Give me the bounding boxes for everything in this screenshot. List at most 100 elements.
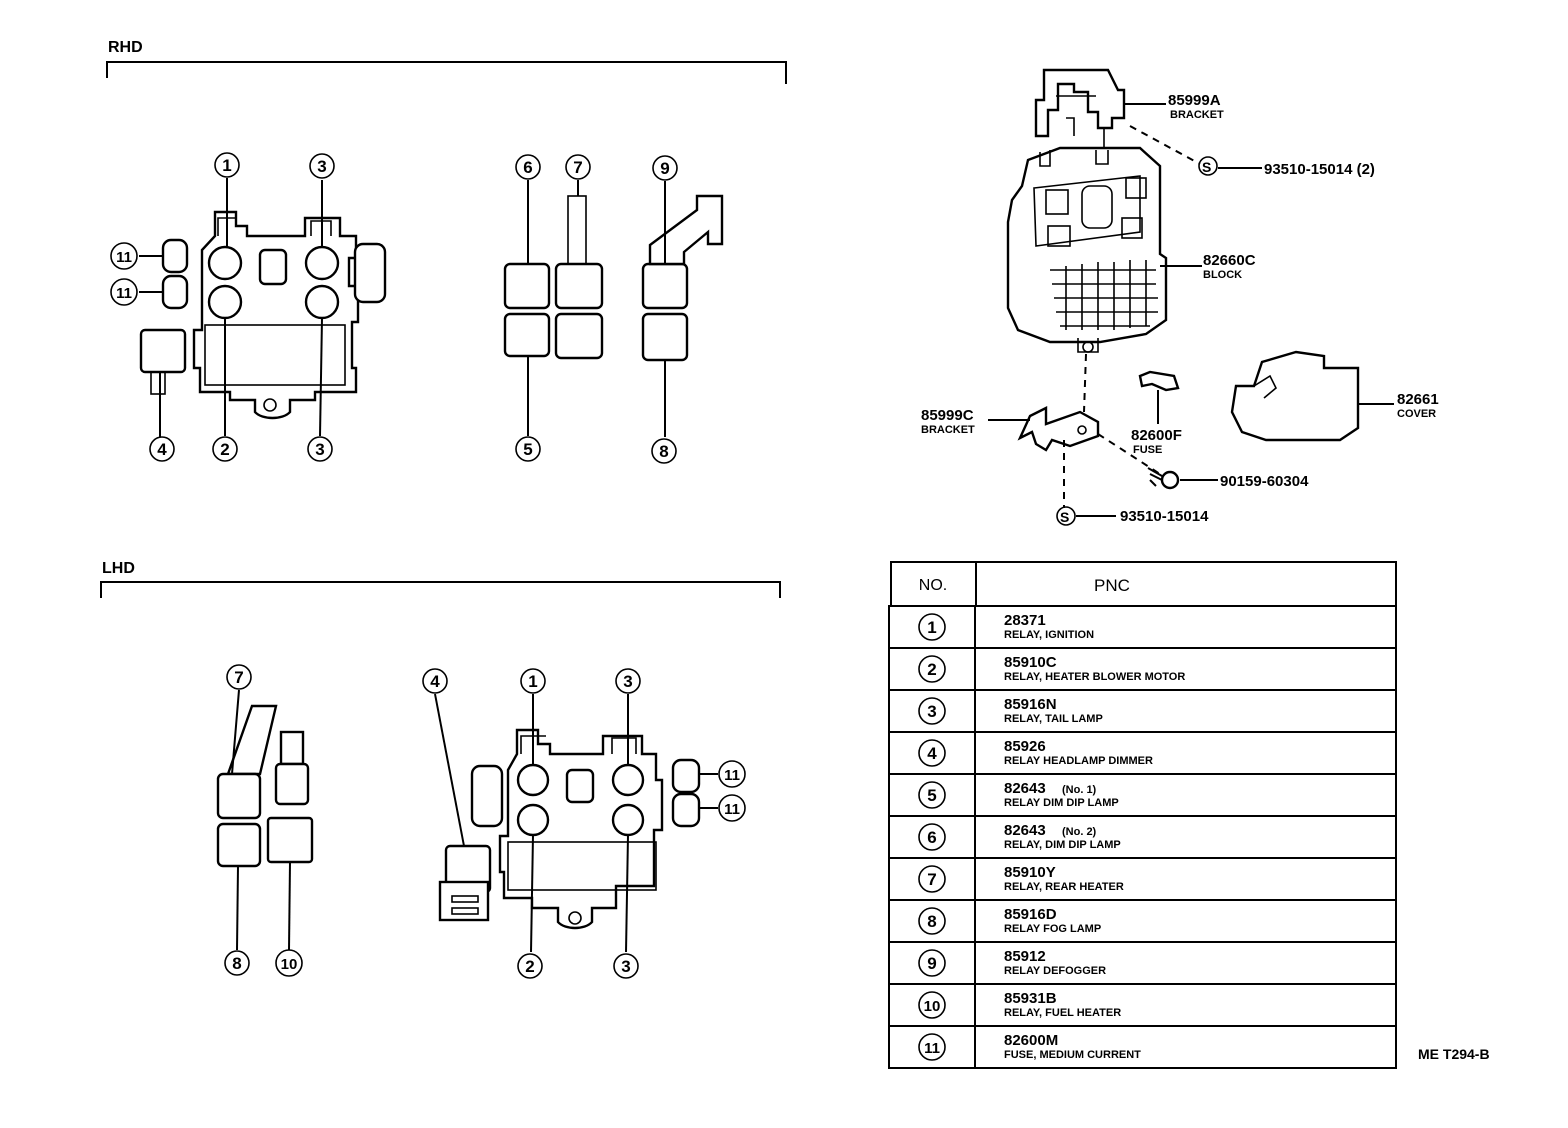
bracket-a-pnc: 85999A <box>1168 92 1221 109</box>
svg-text:3: 3 <box>317 157 326 176</box>
callout-rhd-4: 4 <box>149 436 175 462</box>
lhd-section: LHD <box>100 560 781 953</box>
row-description: RELAY DIM DIP LAMP <box>1004 797 1119 809</box>
row-description: RELAY, TAIL LAMP <box>1004 713 1103 725</box>
row-description: RELAY, REAR HEATER <box>1004 881 1124 893</box>
callout-lhd-4: 4 <box>422 668 448 694</box>
row-number: 11 <box>924 1040 940 1057</box>
rhd-heading: RHD <box>108 39 143 56</box>
row-pnc: 28371 <box>1004 612 1046 629</box>
row-pnc: 85916D <box>1004 906 1057 923</box>
rhd-section: RHD <box>106 39 787 437</box>
rhd-relay-block <box>139 210 387 420</box>
row-description: RELAY, DIM DIP LAMP <box>1004 839 1121 851</box>
svg-text:11: 11 <box>724 801 740 818</box>
callout-rhd-3-top: 3 <box>309 153 335 179</box>
callout-rhd-8: 8 <box>651 438 677 464</box>
row-description: RELAY FOG LAMP <box>1004 923 1101 935</box>
row-number: 10 <box>924 998 941 1015</box>
screw-top-pnc: 93510-15014 (2) <box>1264 161 1375 178</box>
row-pnc: 85912 <box>1004 948 1046 965</box>
row-number: 7 <box>927 870 936 889</box>
row-pnc: 85931B <box>1004 990 1057 1007</box>
lhd-heading: LHD <box>102 560 135 577</box>
callout-rhd-9: 9 <box>652 155 678 181</box>
svg-text:8: 8 <box>232 954 241 973</box>
row-number: 4 <box>927 744 937 763</box>
row-description: RELAY HEADLAMP DIMMER <box>1004 755 1153 767</box>
callout-rhd-11-b: 11 <box>110 278 138 306</box>
callout-lhd-8: 8 <box>224 950 250 976</box>
row-description: FUSE, MEDIUM CURRENT <box>1004 1049 1141 1061</box>
block-name: BLOCK <box>1203 269 1242 281</box>
fuse-name: FUSE <box>1133 444 1162 456</box>
svg-text:10: 10 <box>281 956 298 973</box>
svg-text:11: 11 <box>116 249 132 266</box>
svg-text:8: 8 <box>659 442 668 461</box>
fuse-slots <box>1050 260 1158 330</box>
callout-lhd-11-b: 11 <box>718 794 746 822</box>
callout-lhd-7: 7 <box>226 664 252 690</box>
row-description: RELAY, IGNITION <box>1004 629 1094 641</box>
block-pnc: 82660C <box>1203 252 1256 269</box>
callouts: 1 3 11 11 4 2 3 6 7 9 5 8 7 8 10 4 1 3 1… <box>110 152 746 979</box>
callout-lhd-1: 1 <box>520 668 546 694</box>
callout-lhd-11-a: 11 <box>718 760 746 788</box>
callout-rhd-1: 1 <box>214 152 240 178</box>
table-header-no: NO. <box>919 577 947 594</box>
bracket-a-name: BRACKET <box>1170 109 1224 121</box>
svg-text:7: 7 <box>234 668 243 687</box>
row-pnc: 85926 <box>1004 738 1046 755</box>
svg-text:11: 11 <box>724 767 740 784</box>
table-header-pnc: PNC <box>1094 576 1130 595</box>
row-number: 8 <box>927 912 936 931</box>
callout-lhd-3-bottom: 3 <box>613 953 639 979</box>
row-description: RELAY DEFOGGER <box>1004 965 1106 977</box>
svg-text:2: 2 <box>220 440 229 459</box>
cover-name: COVER <box>1397 408 1436 420</box>
row-description: RELAY, FUEL HEATER <box>1004 1007 1121 1019</box>
svg-text:4: 4 <box>430 672 440 691</box>
callout-rhd-11-a: 11 <box>110 242 138 270</box>
row-number: 2 <box>927 660 936 679</box>
row-number: 9 <box>927 954 936 973</box>
cover-pnc: 82661 <box>1397 391 1439 408</box>
svg-text:11: 11 <box>116 285 132 302</box>
row-number: 1 <box>927 618 936 637</box>
row-pnc: 82600M <box>1004 1032 1058 1049</box>
svg-text:4: 4 <box>157 440 167 459</box>
row-pnc-suffix: (No. 1) <box>1062 784 1097 796</box>
row-number: 6 <box>927 828 936 847</box>
svg-text:3: 3 <box>623 672 632 691</box>
svg-text:1: 1 <box>222 156 231 175</box>
lhd-relay-stack <box>216 704 314 868</box>
callout-rhd-3-bottom: 3 <box>307 436 333 462</box>
row-pnc: 85916N <box>1004 696 1057 713</box>
row-number: 3 <box>927 702 936 721</box>
callout-rhd-5: 5 <box>515 436 541 462</box>
svg-text:1: 1 <box>528 672 537 691</box>
row-pnc-suffix: (No. 2) <box>1062 826 1097 838</box>
callout-rhd-2: 2 <box>212 436 238 462</box>
row-pnc: 85910Y <box>1004 864 1056 881</box>
lhd-bracket-line <box>100 581 781 598</box>
row-number: 5 <box>927 786 936 805</box>
callout-rhd-6: 6 <box>515 154 541 180</box>
callout-lhd-2: 2 <box>517 953 543 979</box>
svg-text:5: 5 <box>523 440 532 459</box>
callout-rhd-7: 7 <box>565 154 591 180</box>
bracket-c-name: BRACKET <box>921 424 975 436</box>
table-row: 5 82643 (No. 1)RELAY DIM DIP LAMP <box>888 773 1397 817</box>
row-pnc: 82643 <box>1004 780 1046 797</box>
callout-lhd-3-top: 3 <box>615 668 641 694</box>
screw-bottom-pnc: 93510-15014 <box>1120 508 1209 525</box>
